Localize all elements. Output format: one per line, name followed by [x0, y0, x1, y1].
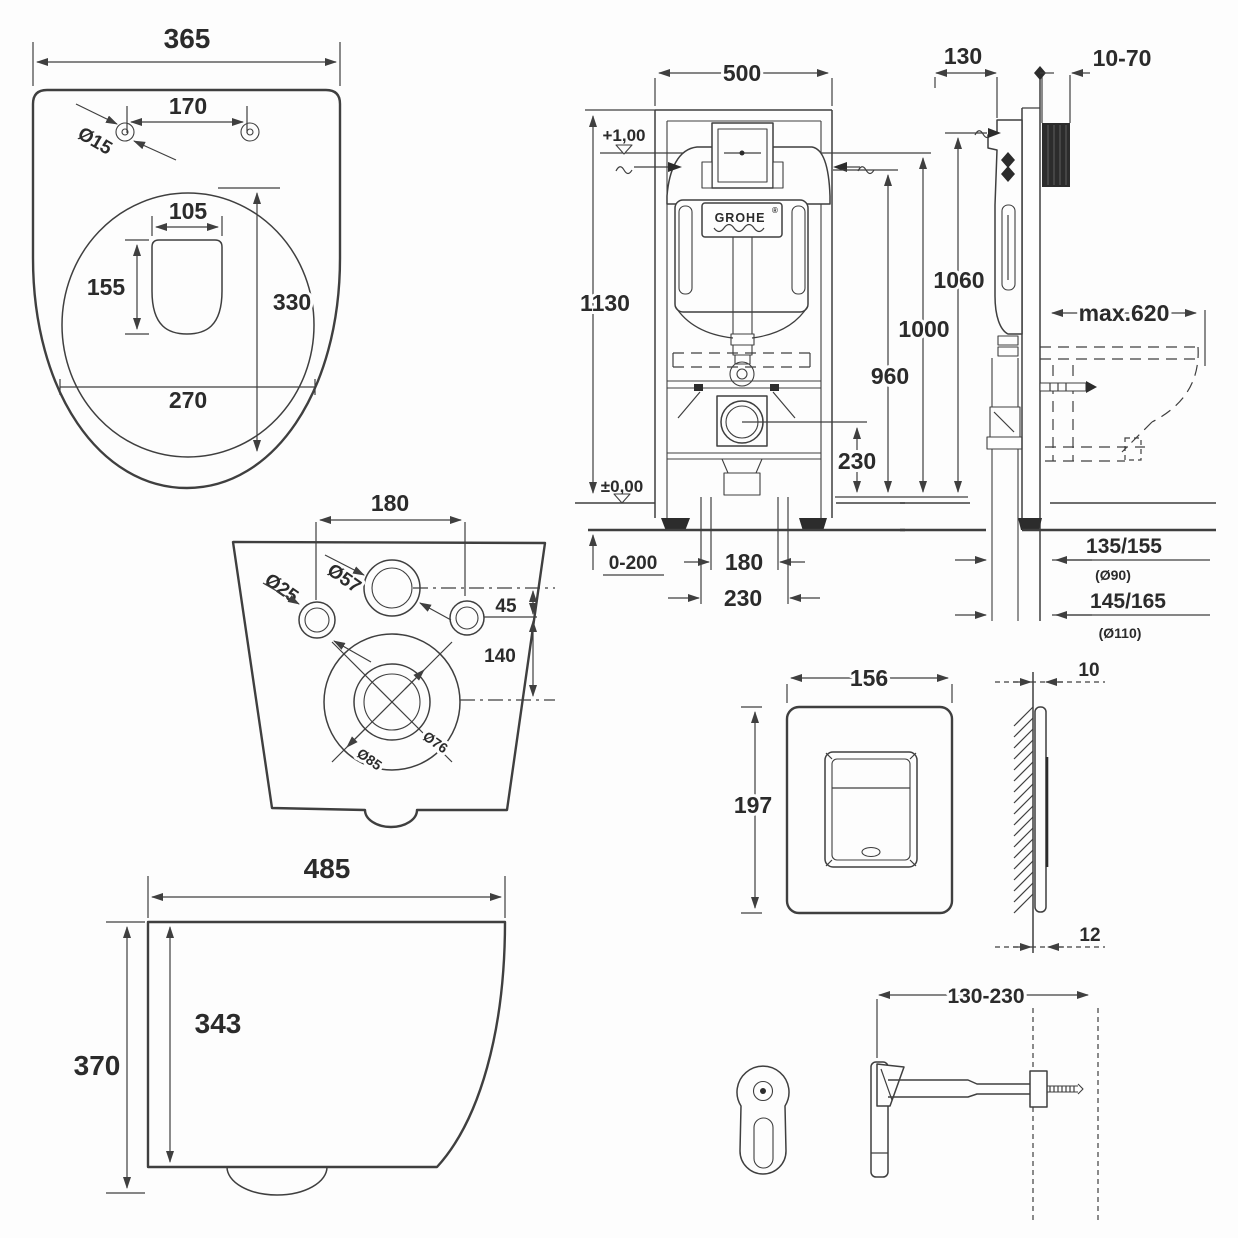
bowl-opening [151, 239, 223, 335]
frame-foot-left [661, 518, 690, 531]
toilet-top-outline [31, 88, 342, 490]
mount-hole-right [240, 122, 260, 142]
dim-offset-140: 140 [484, 646, 516, 667]
dim-seat-length: 330 [273, 289, 311, 315]
toilet-profile-view: 485 370 343 [71, 850, 507, 1196]
anchor-wedge [876, 1063, 905, 1107]
dim-profile-depth: 485 [304, 853, 351, 884]
cistern-side-outline [987, 119, 1023, 335]
brand-plate [701, 202, 783, 238]
level-top: +1,00 [602, 126, 645, 145]
frame-foot-side [1018, 518, 1042, 530]
supply-squiggle-left [615, 166, 633, 175]
flush-button [824, 751, 918, 868]
dim-floor-range: 0-200 [609, 553, 658, 574]
fixing-hole-right [449, 600, 485, 636]
flush-plate-side-view: 10 12 [995, 657, 1105, 953]
wall-finish-block [1042, 123, 1070, 187]
rear-outline [231, 540, 547, 829]
anchor-nut [1029, 1070, 1048, 1108]
brand-wave [713, 223, 765, 233]
registered-mark: ® [772, 206, 778, 215]
dim-drain-180: 180 [725, 549, 763, 575]
button-indicator [861, 846, 881, 858]
outlet-bump [226, 1166, 328, 1196]
dim-1000: 1000 [898, 316, 949, 342]
seat-ring [61, 192, 315, 458]
frame-foot-right [799, 518, 827, 531]
wall-hatching [1013, 706, 1034, 914]
toilet-rear-view: 180 Ø25 Ø57 45 140 Ø85 Ø76 [231, 487, 555, 829]
dim-plate-thickness-bottom: 12 [1079, 925, 1100, 946]
frame-side-view: 130 10-70 max.620 135/155 (Ø90) 145/165 … [900, 40, 1216, 644]
dim-offset-45: 45 [495, 596, 517, 617]
dim-plate-thickness-top: 10 [1078, 660, 1099, 681]
level-floor: ±0,00 [601, 477, 643, 496]
dim-drain-90: 135/155 [1086, 535, 1162, 558]
outlet-hole [323, 633, 461, 771]
anchor-bolt-side [1039, 382, 1087, 392]
dim-plate-height: 197 [734, 792, 772, 818]
dim-bowl-depth: 155 [87, 274, 126, 300]
dim-1060: 1060 [933, 267, 984, 293]
anchor-rod [888, 1079, 1030, 1085]
toilet-top-view: 365 170 Ø15 105 155 330 270 [31, 20, 342, 490]
dim-drain-height: 230 [838, 448, 876, 474]
dim-drain-90-dia: (Ø90) [1095, 567, 1131, 583]
keyhole-slot [753, 1117, 774, 1169]
flush-plate [785, 705, 954, 915]
dim-seat-width: 270 [169, 387, 207, 413]
fill-valve [1001, 152, 1015, 168]
dim-max-620: max.620 [1079, 300, 1170, 326]
dim-hole-diameter: Ø15 [74, 123, 116, 159]
dim-frame-height: 1130 [580, 290, 630, 316]
keyhole-fitting-view [736, 1065, 790, 1175]
fixing-hole-left [298, 601, 336, 639]
flush-plate-front-view: 156 197 [731, 662, 954, 915]
profile-outline [146, 920, 507, 1169]
level-triangle-top [615, 144, 633, 155]
dim-hole-spacing: 170 [169, 93, 207, 119]
mount-hole-left [115, 122, 135, 142]
flush-elbow [989, 406, 1021, 438]
frame-front-view: +1,00 GROHE ® [575, 57, 988, 614]
dim-frame-width: 500 [723, 60, 761, 86]
dim-anchor-range: 130-230 [947, 985, 1024, 1008]
dim-overall-width: 365 [164, 23, 211, 54]
plate-profile [1034, 706, 1047, 913]
level-triangle-floor [613, 493, 631, 504]
dim-drain-230: 230 [724, 585, 762, 611]
dim-profile-inner-height: 343 [195, 1008, 242, 1039]
drain-housing [716, 395, 768, 447]
brand-logo-text: GROHE [715, 211, 766, 225]
keyhole-outline [736, 1065, 790, 1175]
wall-anchor-view: 130-230 [870, 982, 1099, 1222]
drain-outlet [723, 472, 761, 496]
dim-drain-110: 145/165 [1090, 590, 1166, 613]
dim-rear-spacing: 180 [371, 490, 409, 516]
dim-bowl-width: 105 [169, 198, 208, 224]
dim-d76: Ø76 [420, 728, 451, 756]
dim-profile-height: 370 [74, 1050, 121, 1081]
dim-d57: Ø57 [323, 560, 364, 598]
thread-ticks [1049, 1086, 1075, 1092]
dim-960: 960 [871, 363, 909, 389]
dim-plate-width: 156 [850, 665, 888, 691]
flush-bend-joint [729, 361, 755, 387]
dim-drain-110-dia: (Ø110) [1099, 625, 1142, 641]
dim-wall-thickness: 10-70 [1093, 45, 1152, 71]
dim-frame-depth: 130 [944, 43, 982, 69]
